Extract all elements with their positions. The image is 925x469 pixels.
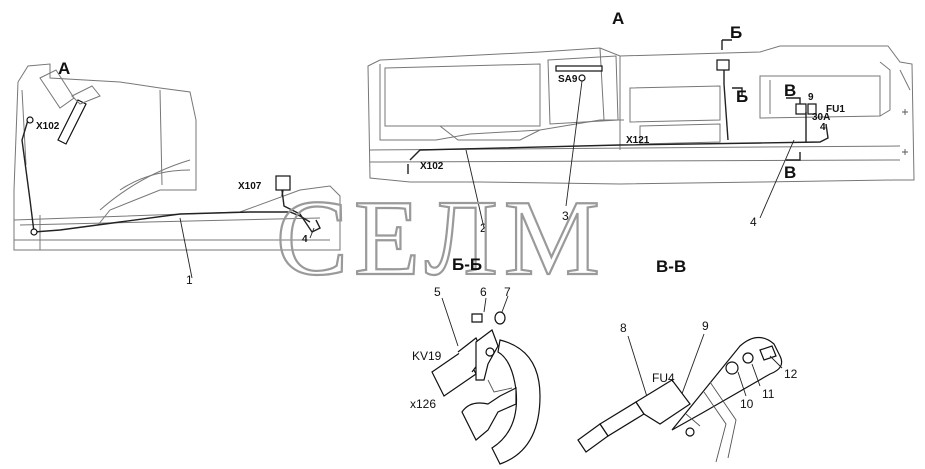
fu1-label: FU1 xyxy=(826,104,845,115)
view-a-main-label: А xyxy=(612,9,624,28)
section-vv-title: В-В xyxy=(656,257,686,276)
amp-30a-label: 30A xyxy=(812,112,830,123)
callout-5: 5 xyxy=(434,285,441,299)
callout-7: 7 xyxy=(504,285,511,299)
fu4-label: FU4 xyxy=(652,371,675,385)
sa9-label: SA9 xyxy=(558,74,578,85)
view-v-top-label: В xyxy=(784,81,796,100)
section-bb-detail: Б-Б xyxy=(431,255,541,465)
callout-1: 1 xyxy=(186,273,193,287)
callout-11: 11 xyxy=(762,387,775,401)
section-vv-detail: В-В xyxy=(577,257,783,463)
x126-label: x126 xyxy=(410,397,436,411)
watermark: СЕЛМ xyxy=(276,179,606,298)
callout-9: 9 xyxy=(702,319,709,333)
callout-6: 6 xyxy=(480,285,487,299)
x102-main-label: X102 xyxy=(420,161,444,172)
view-b-top-label: Б xyxy=(730,23,742,42)
view-v-bot-label: В xyxy=(784,163,796,182)
callout-4-cab: 4 xyxy=(302,234,308,245)
callout-3: 3 xyxy=(562,209,569,223)
callout-10: 10 xyxy=(740,397,754,411)
main-frame-labels: А Б Б SA9 В 9 FU1 30A 4 X121 X102 В 2 3 … xyxy=(420,9,845,235)
cab-side-view xyxy=(13,63,341,279)
section-bb-labels: 5 6 7 KV19 x126 xyxy=(410,285,511,411)
x107-label: X107 xyxy=(238,181,262,192)
view-b-mid-label: Б xyxy=(736,87,748,106)
callout-4-fuse: 4 xyxy=(820,122,826,133)
callout-4-main: 4 xyxy=(750,215,757,229)
x121-label: X121 xyxy=(626,135,650,146)
section-vv-labels: 8 9 FU4 10 11 12 xyxy=(620,319,798,411)
x102-cab-label: X102 xyxy=(36,121,60,132)
callout-8: 8 xyxy=(620,321,627,335)
callout-9-top: 9 xyxy=(808,92,814,103)
callout-12: 12 xyxy=(784,367,798,381)
cab-labels: А X102 X107 4 1 xyxy=(36,59,308,287)
main-frame-view xyxy=(367,39,915,229)
view-a-cab-label: А xyxy=(58,59,70,78)
kv19-label: KV19 xyxy=(412,349,442,363)
callout-2: 2 xyxy=(480,221,487,235)
section-bb-title: Б-Б xyxy=(452,255,482,274)
